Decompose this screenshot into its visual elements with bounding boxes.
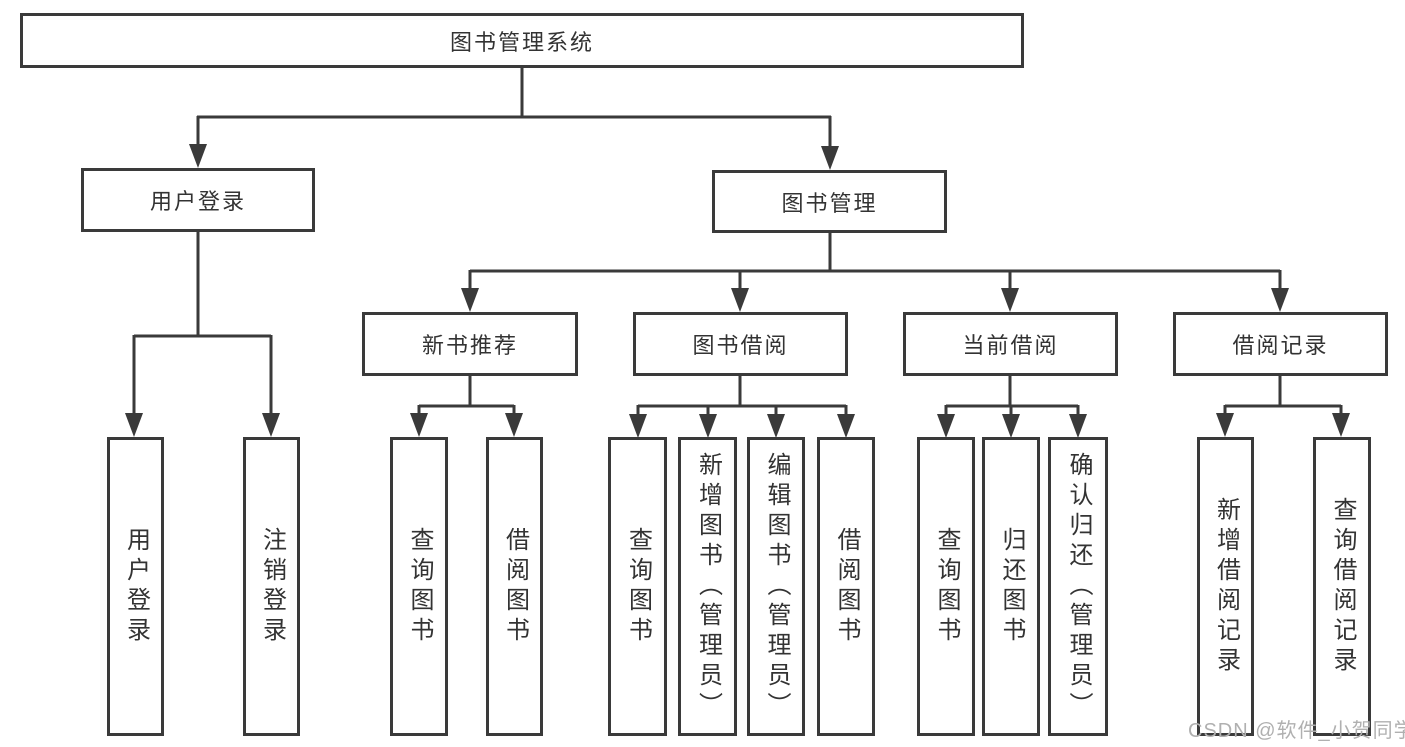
node-root: 图书管理系统 bbox=[20, 13, 1024, 68]
leaf-query-books-borrowing-label: 查询图书 bbox=[624, 526, 652, 647]
connector-line bbox=[419, 374, 514, 408]
leaf-logout: 注销登录 bbox=[243, 437, 300, 736]
leaf-edit-books-admin-label: 编辑图书（管理员） bbox=[763, 451, 790, 722]
arrowhead-icon bbox=[1001, 288, 1019, 312]
arrowhead-icon bbox=[699, 414, 717, 438]
connector-line bbox=[1225, 374, 1341, 408]
leaf-return-books: 归还图书 bbox=[982, 437, 1040, 736]
leaf-query-books-recommend-label: 查询图书 bbox=[406, 526, 433, 647]
leaf-add-borrow-record-label: 新增借阅记录 bbox=[1212, 496, 1240, 677]
connector-line bbox=[470, 231, 1280, 273]
node-root-label: 图书管理系统 bbox=[449, 29, 594, 55]
leaf-user-login-label: 用户登录 bbox=[122, 526, 150, 647]
arrowhead-icon bbox=[1332, 413, 1350, 437]
arrowhead-icon bbox=[821, 146, 839, 170]
leaf-borrow-books-recommend: 借阅图书 bbox=[486, 437, 543, 736]
node-new-book-recommend-label: 新书推荐 bbox=[421, 333, 518, 358]
leaf-query-books-current-label: 查询图书 bbox=[933, 526, 960, 647]
leaf-edit-books-admin: 编辑图书（管理员） bbox=[747, 437, 805, 736]
leaf-user-login: 用户登录 bbox=[107, 437, 164, 736]
arrowhead-icon bbox=[629, 414, 647, 438]
node-borrow-records-label: 借阅记录 bbox=[1232, 333, 1329, 358]
node-user-login: 用户登录 bbox=[81, 168, 315, 232]
leaf-query-books-recommend: 查询图书 bbox=[390, 437, 448, 736]
leaf-query-borrow-record-label: 查询借阅记录 bbox=[1329, 496, 1356, 677]
node-user-login-label: 用户登录 bbox=[149, 189, 246, 214]
arrowhead-icon bbox=[937, 414, 955, 438]
arrowhead-icon bbox=[189, 144, 207, 168]
leaf-query-books-borrowing: 查询图书 bbox=[608, 437, 667, 736]
leaf-confirm-return-admin: 确认归还（管理员） bbox=[1048, 437, 1108, 736]
arrowhead-icon bbox=[1069, 414, 1087, 438]
connector-line bbox=[197, 66, 831, 119]
arrowhead-icon bbox=[1002, 414, 1020, 438]
node-book-borrowing-label: 图书借阅 bbox=[692, 333, 789, 358]
leaf-query-books-current: 查询图书 bbox=[917, 437, 975, 736]
arrowhead-icon bbox=[410, 413, 428, 437]
leaf-add-books-admin: 新增图书（管理员） bbox=[678, 437, 737, 736]
leaf-add-borrow-record: 新增借阅记录 bbox=[1197, 437, 1254, 736]
arrowhead-icon bbox=[461, 288, 479, 312]
connector-line bbox=[638, 374, 846, 408]
node-book-management-label: 图书管理 bbox=[781, 190, 878, 216]
csdn-watermark: CSDN @软件_小贺同学 bbox=[1188, 720, 1405, 742]
leaf-confirm-return-admin-label: 确认归还（管理员） bbox=[1065, 451, 1092, 722]
node-new-book-recommend: 新书推荐 bbox=[362, 312, 578, 376]
arrowhead-icon bbox=[1216, 413, 1234, 437]
node-current-borrowing: 当前借阅 bbox=[903, 312, 1118, 376]
arrowhead-icon bbox=[1271, 288, 1289, 312]
arrowhead-icon bbox=[262, 413, 280, 437]
leaf-borrow-books-borrowing: 借阅图书 bbox=[817, 437, 875, 736]
node-current-borrowing-label: 当前借阅 bbox=[962, 333, 1059, 358]
connector-line bbox=[134, 231, 271, 338]
arrowhead-icon bbox=[125, 413, 143, 437]
leaf-borrow-books-borrowing-label: 借阅图书 bbox=[833, 526, 860, 647]
leaf-borrow-books-recommend-label: 借阅图书 bbox=[501, 526, 529, 647]
leaf-logout-label: 注销登录 bbox=[258, 526, 286, 647]
arrowhead-icon bbox=[837, 414, 855, 438]
node-book-management: 图书管理 bbox=[712, 170, 947, 233]
leaf-return-books-label: 归还图书 bbox=[998, 526, 1025, 647]
arrowhead-icon bbox=[767, 414, 785, 438]
leaf-query-borrow-record: 查询借阅记录 bbox=[1313, 437, 1371, 736]
connector-line bbox=[946, 374, 1078, 408]
arrowhead-icon bbox=[505, 413, 523, 437]
node-book-borrowing: 图书借阅 bbox=[633, 312, 848, 376]
leaf-add-books-admin-label: 新增图书（管理员） bbox=[694, 451, 722, 722]
arrowhead-icon bbox=[731, 288, 749, 312]
node-borrow-records: 借阅记录 bbox=[1173, 312, 1388, 376]
